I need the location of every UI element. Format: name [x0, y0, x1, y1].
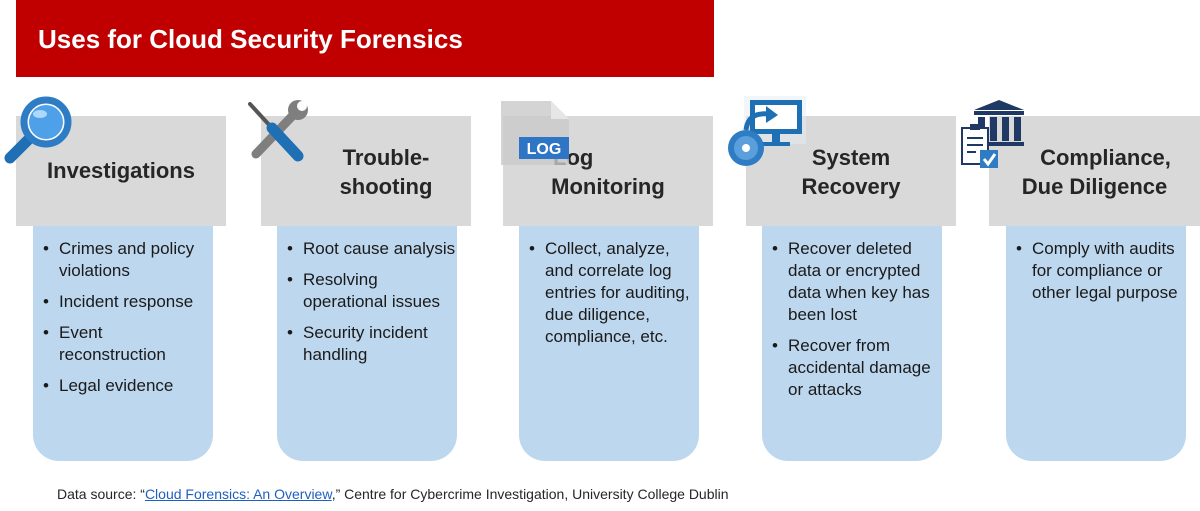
page-title: Uses for Cloud Security Forensics: [38, 24, 463, 54]
list-item: Recover deleted data or encrypted data w…: [772, 238, 942, 326]
list-item: Event reconstruction: [43, 322, 213, 366]
source-prefix: Data source: “: [57, 486, 145, 502]
log-file-icon: LOG: [501, 101, 569, 165]
tools-icon: [248, 100, 308, 162]
list-item: Comply with audits for compliance or oth…: [1016, 238, 1186, 304]
list-item: Legal evidence: [43, 375, 213, 397]
column-title: Trouble- shooting: [339, 145, 433, 199]
column-title: Compliance, Due Diligence: [1021, 145, 1171, 199]
column-log-monitoring-bullets: Collect, analyze, and correlate log entr…: [529, 238, 699, 357]
source-suffix: ,” Centre for Cybercrime Investigation, …: [331, 486, 729, 502]
column-compliance-bullets: Comply with audits for compliance or oth…: [1016, 238, 1186, 313]
log-icon-label: LOG: [527, 141, 562, 158]
title-banner: Uses for Cloud Security Forensics: [16, 0, 714, 77]
column-compliance-header: Compliance, Due Diligence: [989, 116, 1200, 226]
column-troubleshooting-bullets: Root cause analysis Resolving operationa…: [287, 238, 457, 375]
column-log-monitoring-header: Log Monitoring: [503, 116, 713, 226]
list-item: Security incident handling: [287, 322, 457, 366]
list-item: Root cause analysis: [287, 238, 457, 260]
column-title: Investigations: [47, 158, 195, 183]
monitor-recovery-icon: [728, 96, 806, 166]
courthouse-checklist-icon: [961, 100, 1024, 168]
source-link[interactable]: Cloud Forensics: An Overview: [144, 486, 332, 502]
list-item: Resolving operational issues: [287, 269, 457, 313]
list-item: Crimes and policy violations: [43, 238, 213, 282]
magnifier-icon: [4, 96, 72, 164]
column-title: System Recovery: [801, 145, 901, 199]
column-system-recovery-bullets: Recover deleted data or encrypted data w…: [772, 238, 942, 410]
list-item: Recover from accidental damage or attack…: [772, 335, 942, 401]
column-troubleshooting-header: Trouble- shooting: [261, 116, 471, 226]
list-item: Incident response: [43, 291, 213, 313]
data-source-note: Data source: “Cloud Forensics: An Overvi…: [57, 486, 729, 502]
column-investigations-bullets: Crimes and policy violations Incident re…: [43, 238, 213, 406]
list-item: Collect, analyze, and correlate log entr…: [529, 238, 699, 348]
